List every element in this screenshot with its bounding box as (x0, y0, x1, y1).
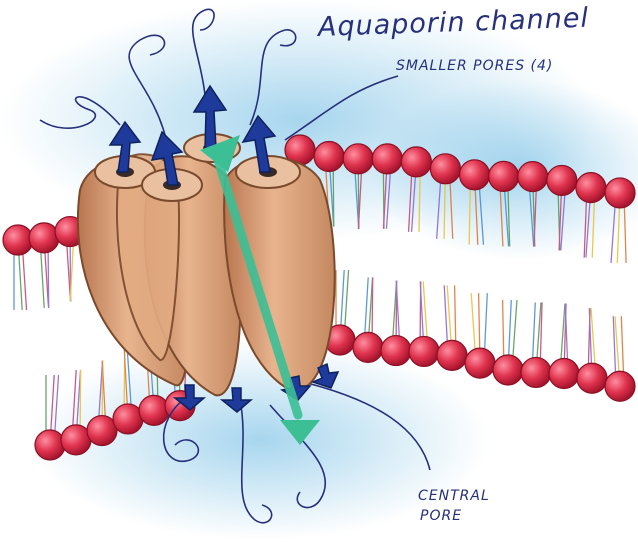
lipid-head (113, 404, 143, 434)
central-pore-label: CENTRAL PORE (418, 486, 490, 526)
central-pore-label-line1: CENTRAL (418, 486, 490, 506)
aquaporin-protein (78, 134, 335, 395)
lipid-head (430, 154, 460, 184)
lipid-head (521, 357, 551, 387)
lipid-head (577, 363, 607, 393)
lipid-head (3, 225, 33, 255)
lipid-head (605, 371, 635, 401)
smaller-pores-label: SMALLER PORES (4) (396, 58, 553, 74)
lipid-head (547, 165, 577, 195)
lipid-head (139, 395, 169, 425)
lipid-head (465, 348, 495, 378)
lipid-head (343, 144, 373, 174)
lipid-head (35, 430, 65, 460)
lipid-head (605, 178, 635, 208)
lipid-head (489, 161, 519, 191)
lipid-head (576, 173, 606, 203)
lipid-head (437, 340, 467, 370)
lipid-head (401, 147, 431, 177)
lipid-head (353, 332, 383, 362)
lipid-head (409, 336, 439, 366)
central-pore-label-line2: PORE (418, 506, 490, 526)
lipid-head (381, 336, 411, 366)
lipid-head (460, 160, 490, 190)
lipid-head (518, 162, 548, 192)
lipid-head (29, 223, 59, 253)
lipid-head (314, 142, 344, 172)
lipid-head (372, 144, 402, 174)
lipid-head (493, 355, 523, 385)
lipid-head (549, 359, 579, 389)
